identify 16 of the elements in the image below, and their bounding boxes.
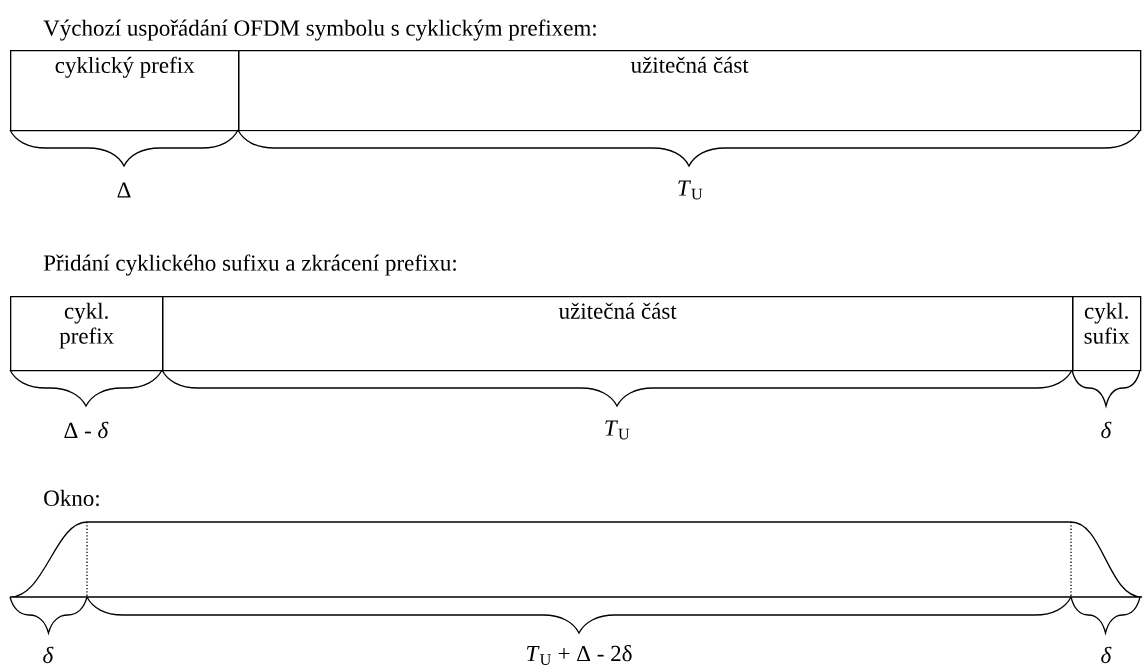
brace-label: T$_{U}$	[678, 180, 703, 200]
brace-label: T$_{U}$	[605, 420, 630, 440]
segment-box: cyklický prefix	[10, 50, 240, 132]
segment-box: užitečná část	[162, 296, 1074, 372]
heading: Okno:	[44, 489, 99, 507]
segment-box: užitečná část	[238, 50, 1142, 132]
brace-label: Δ - δ	[64, 421, 109, 439]
brace-label: T$_{U}$ + Δ - 2δ	[527, 645, 632, 665]
segment-box: cykl. sufix	[1072, 296, 1142, 372]
brace-label: Δ	[117, 182, 131, 198]
heading: Výchozí uspořádání OFDM symbolu s cyklickým prefixem:	[43, 19, 596, 41]
brace-label: δ	[43, 646, 54, 664]
heading: Přidání cyklického sufixu a zkrácení prefixu:	[43, 254, 456, 276]
brace-label: δ	[1101, 646, 1112, 664]
segment-box: cykl. prefix	[10, 296, 164, 372]
brace-label: δ	[1101, 421, 1112, 439]
